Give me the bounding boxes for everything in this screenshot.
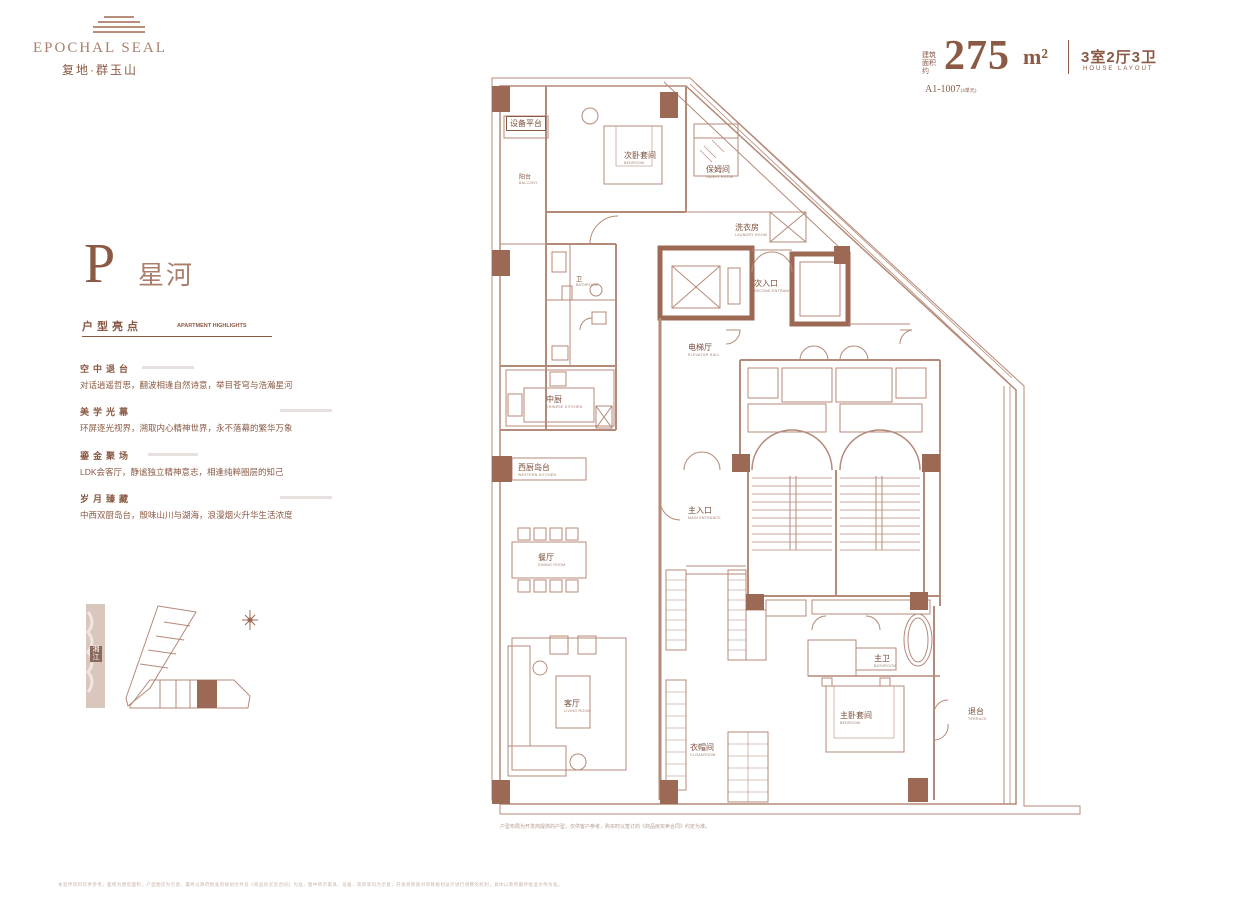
- highlight-item: 美学光幕 环屏逐光视界，溯取内心精神世界，永不落幕的繁华万象: [80, 405, 350, 434]
- legal-disclaimer: 本宣传资料仅供参考，面积为建筑面积，户型图仅为示意，最终以政府批准的规划文件及《…: [58, 882, 563, 887]
- keyplan-block-south: [129, 679, 251, 709]
- structural-pillars: [492, 86, 940, 804]
- keyplan-block-north: [125, 605, 197, 707]
- inner-wall: [499, 85, 1017, 805]
- brand-name-en: EPOCHAL SEAL: [33, 40, 167, 56]
- keyplan-highlight-unit: [197, 680, 217, 708]
- brand-name-cn: 复地·群玉山: [62, 63, 138, 77]
- highlight-desc: 对话逍遥哲思，翻波相逢自然诗意，举目苍穹与浩瀚星河: [80, 380, 293, 390]
- unit-code-note: (4单元): [960, 89, 977, 94]
- highlight-title: 空中退台: [80, 364, 133, 374]
- unit-code: A1-1007(4单元): [925, 84, 977, 95]
- area-unit: m²: [1023, 44, 1048, 69]
- river-wave: [86, 611, 94, 693]
- plan-note: 户型布局为开发商提供的户型，仅供客户参考，购买时以签订的《商品房买卖合同》约定为…: [500, 824, 711, 830]
- brand-logo-mark: [93, 16, 145, 36]
- area-label: 建筑面积约: [922, 52, 936, 75]
- highlight-item: 空中退台 对话逍遥哲思，翻波相逢自然诗意，举目苍穹与浩瀚星河: [80, 362, 350, 391]
- highlight-desc: 环屏逐光视界，溯取内心精神世界，永不落幕的繁华万象: [80, 423, 293, 433]
- river-label: 湘江: [90, 646, 102, 662]
- area-value: 275: [944, 33, 1010, 79]
- highlight-title: 岁月臻藏: [80, 494, 133, 504]
- layout-title: 3室2厅3卫: [1081, 49, 1158, 66]
- service-shaft: [789, 251, 851, 327]
- key-plan: [86, 604, 258, 709]
- highlight-desc: 中西双厨岛台，殷味山川与湖海，浪漫烟火升华生活浓度: [80, 510, 293, 520]
- highlights-divider: [82, 336, 272, 337]
- highlight-desc: LDK会客厅，静谧独立精神意志，相逢纯粹圈层的知己: [80, 467, 284, 477]
- header-divider: [1068, 40, 1069, 74]
- highlights-title: 户型亮点: [82, 321, 142, 333]
- dining-table: [511, 541, 587, 579]
- highlight-item: 岁月臻藏 中西双厨岛台，殷味山川与湖海，浪漫烟火升华生活浓度: [80, 492, 350, 521]
- coffee-table: [555, 675, 591, 729]
- elevator-shaft: [657, 245, 755, 321]
- highlight-title: 鎏金聚场: [80, 451, 133, 461]
- type-letter: P: [84, 233, 116, 295]
- bathtub: [903, 613, 933, 667]
- type-name: 星河: [138, 260, 195, 290]
- layout-subtitle: HOUSE LAYOUT: [1083, 66, 1154, 72]
- compass-icon: [242, 610, 258, 630]
- highlight-item: 鎏金聚场 LDK会客厅，静谧独立精神意志，相逢纯粹圈层的知己: [80, 449, 350, 478]
- label-equipment-platform: 设备平台: [506, 116, 546, 131]
- highlight-title: 美学光幕: [80, 407, 133, 417]
- highlights-title-en: APARTMENT HIGHLIGHTS: [177, 323, 247, 329]
